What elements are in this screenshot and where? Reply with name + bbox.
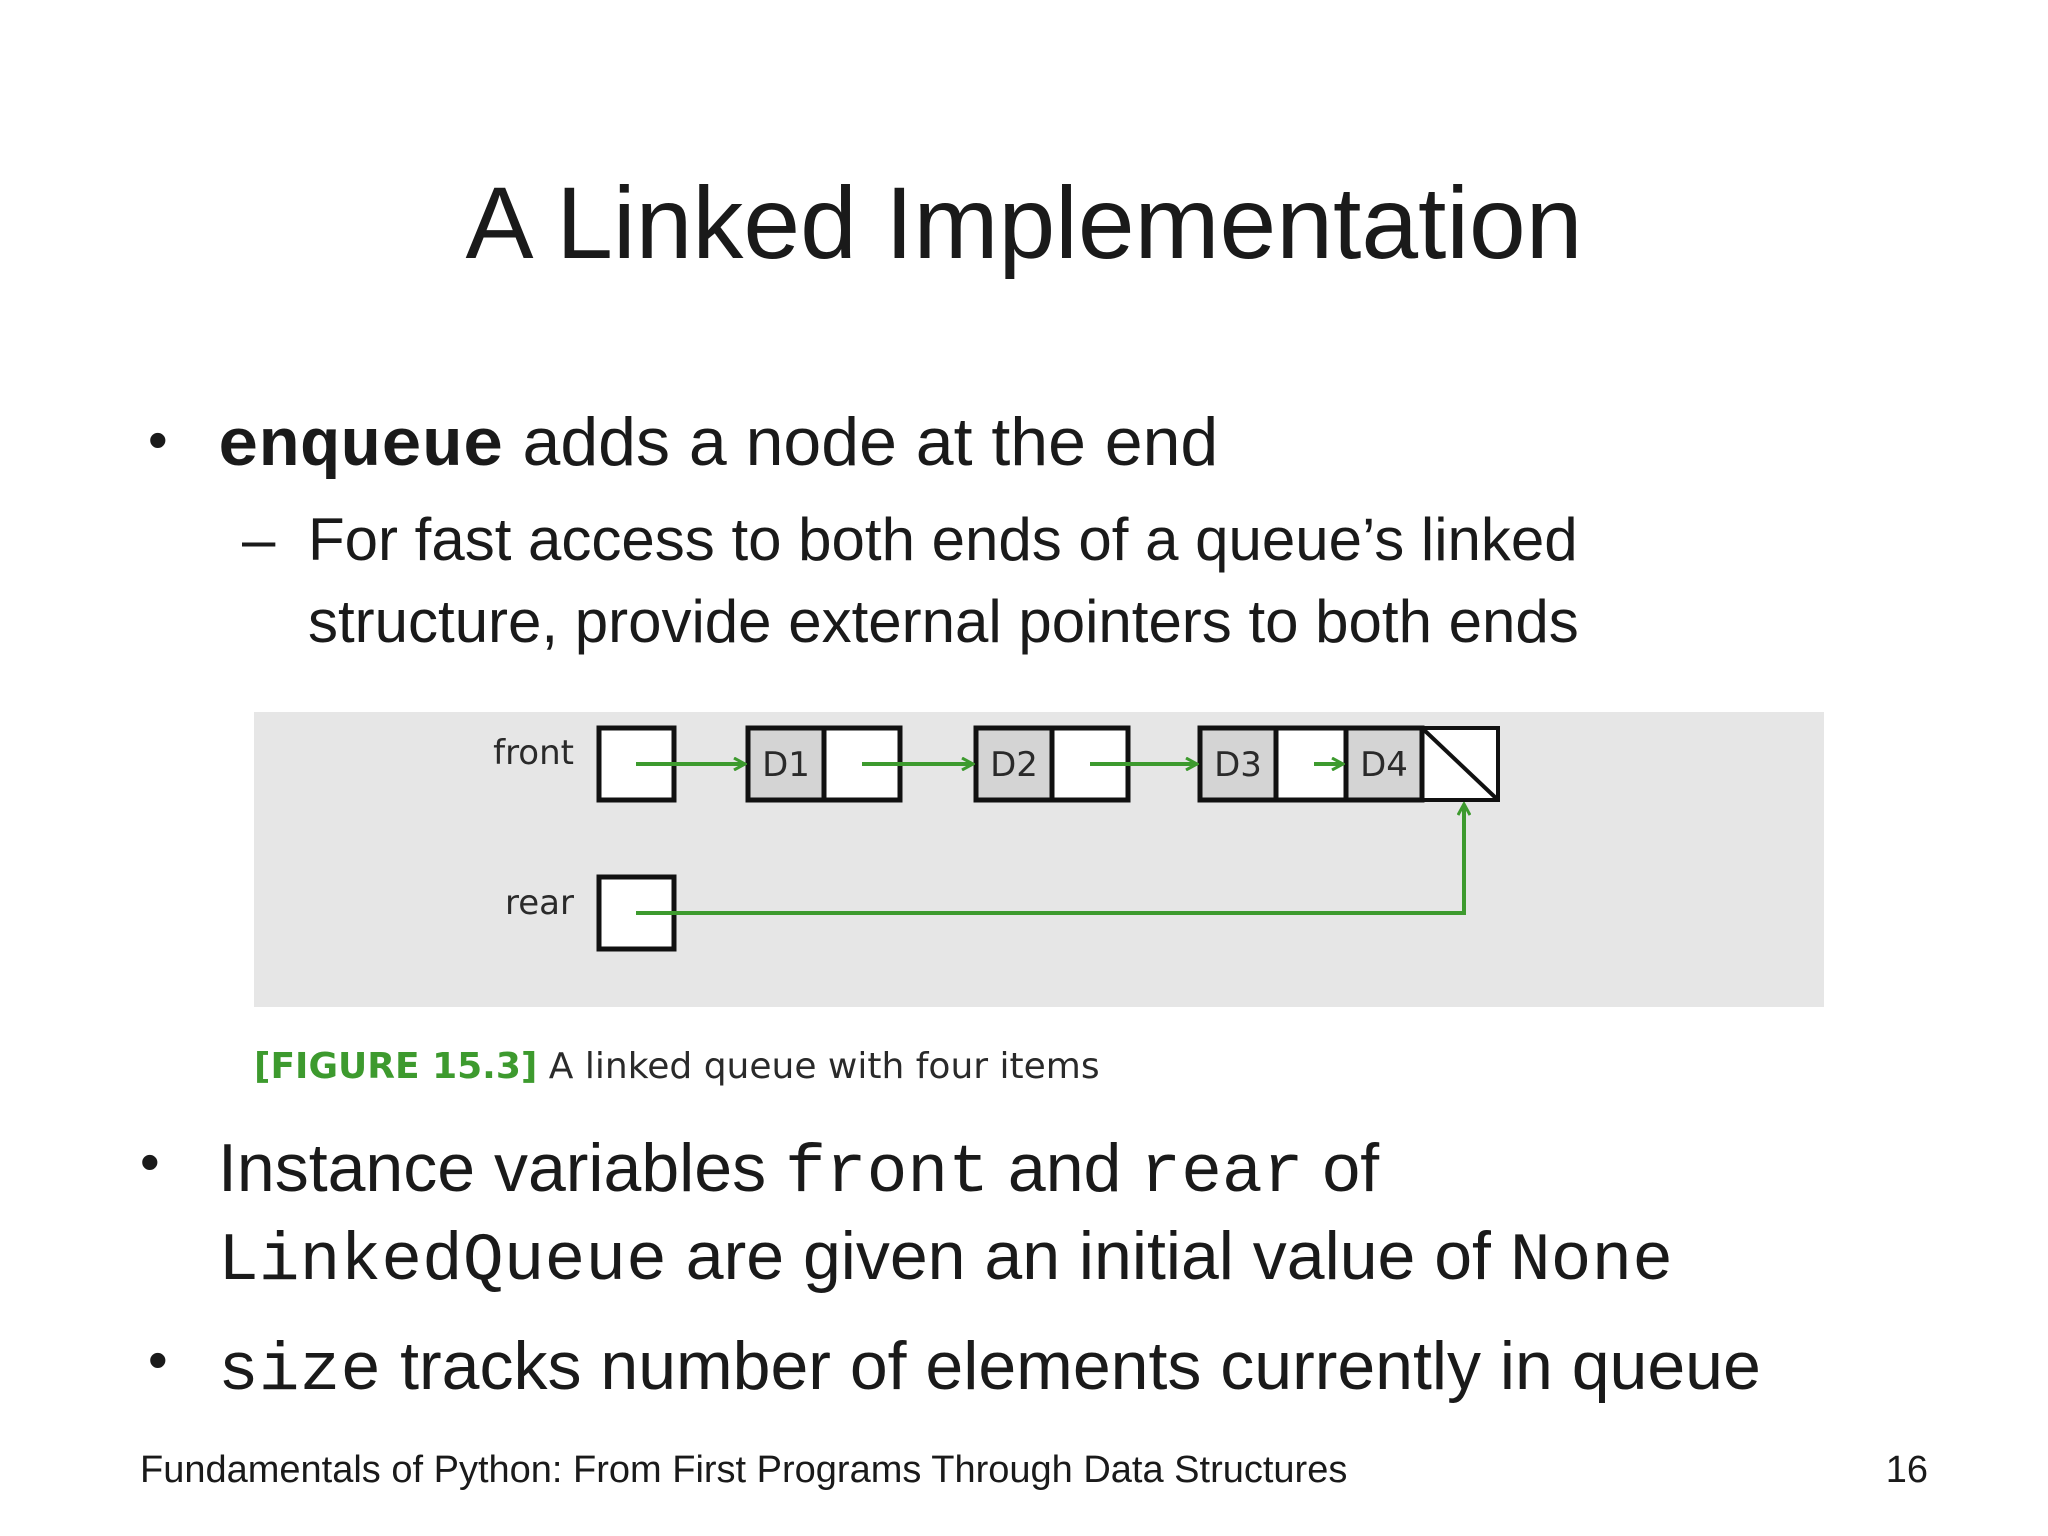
code-linkedqueue: LinkedQueue xyxy=(218,1223,667,1300)
code-size: size xyxy=(218,1333,382,1410)
node-d3-label: D3 xyxy=(1214,745,1262,785)
rear-pointer-arrow xyxy=(636,805,1464,915)
text-instance-variables: Instance variables xyxy=(218,1130,785,1206)
bullet-enqueue: enqueue adds a node at the end xyxy=(218,402,1218,488)
slide-title: A Linked Implementation xyxy=(465,166,1583,280)
node-d4-label: D4 xyxy=(1360,745,1408,785)
bullet-dot: • xyxy=(140,1130,160,1193)
node-d1-data-cell xyxy=(745,725,827,803)
code-rear: rear xyxy=(1140,1135,1304,1212)
linked-queue-figure: front rear D1 D2 D3 D4 xyxy=(254,712,1824,1007)
node-d2-label: D2 xyxy=(990,745,1038,785)
figure-caption-text: A linked queue with four items xyxy=(548,1046,1100,1087)
sub-bullet-dash: – xyxy=(242,506,276,573)
text-of: of xyxy=(1303,1130,1380,1206)
node-d1: D1 xyxy=(745,725,903,803)
footer-source: Fundamentals of Python: From First Progr… xyxy=(140,1449,1348,1491)
node-d1-label: D1 xyxy=(762,745,810,785)
node-d2-data-cell xyxy=(973,725,1055,803)
text-size-description: tracks number of elements currently in q… xyxy=(381,1328,1761,1404)
code-none: None xyxy=(1509,1223,1674,1300)
front-label: front xyxy=(493,733,574,773)
sub-bullet-line-1: For fast access to both ends of a queue’… xyxy=(308,506,1578,573)
code-enqueue: enqueue xyxy=(218,409,504,486)
page-number: 16 xyxy=(1885,1449,1928,1491)
bullet-enqueue-text: adds a node at the end xyxy=(503,404,1219,480)
bullet-dot: • xyxy=(148,408,168,471)
node-d4: D4 xyxy=(1343,725,1500,803)
linked-queue-diagram: front rear D1 D2 D3 D4 xyxy=(493,725,1500,952)
text-and: and xyxy=(989,1130,1141,1206)
node-d4-null-slash xyxy=(1420,726,1500,802)
text-initial-value: are given an initial value of xyxy=(666,1218,1510,1294)
figure-caption: [FIGURE 15.3] A linked queue with four i… xyxy=(254,1042,1100,1092)
code-front: front xyxy=(784,1135,990,1212)
rear-label: rear xyxy=(505,883,574,923)
bullet-instance-vars-line-2: LinkedQueue are given an initial value o… xyxy=(218,1214,1673,1304)
sub-bullet-line-2: structure, provide external pointers to … xyxy=(308,588,1579,655)
figure-number: [FIGURE 15.3] xyxy=(254,1046,538,1087)
bullet-instance-vars-line-1: Instance variables front and rear of xyxy=(218,1126,1379,1216)
bullet-size: size tracks number of elements currently… xyxy=(218,1324,1761,1414)
bullet-dot: • xyxy=(148,1328,168,1391)
node-d4-data-cell xyxy=(1343,725,1425,803)
